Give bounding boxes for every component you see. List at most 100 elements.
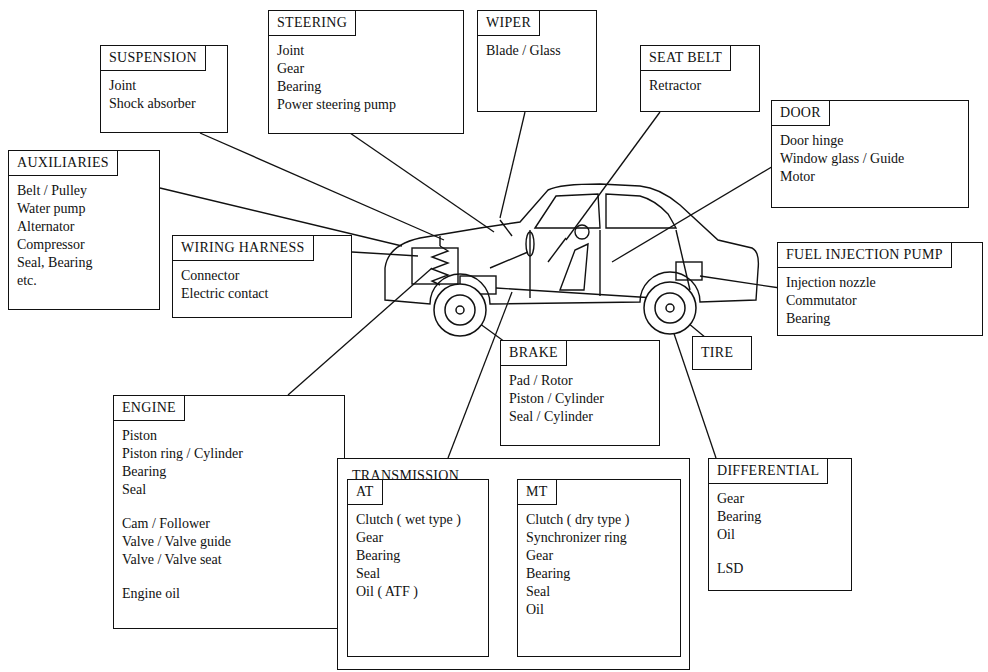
door-line [599, 230, 600, 296]
seat [560, 244, 588, 290]
box-heading: ENGINE [114, 396, 185, 421]
leader-line [700, 276, 780, 288]
part-item: Compressor [9, 236, 159, 254]
rear-hub [666, 304, 674, 312]
part-item: Synchronizer ring [518, 529, 680, 547]
part-item: Gear [348, 529, 488, 547]
part-item: etc. [9, 272, 159, 290]
car-body [385, 184, 758, 308]
part-item: Shock absorber [101, 95, 227, 113]
part-item: Bearing [114, 463, 344, 481]
part-item: Motor [772, 168, 968, 186]
component-box: FUEL INJECTION PUMP Injection nozzleCommu… [777, 242, 983, 336]
part-item: Valve / Valve guide [114, 533, 344, 551]
car-outline [385, 184, 758, 304]
part-item: Commutator [778, 292, 982, 310]
leader-line [350, 133, 494, 232]
component-box: WIPER Blade / Glass [477, 10, 597, 112]
part-item: Water pump [9, 200, 159, 218]
rear-window [606, 194, 676, 228]
box-heading: BRAKE [501, 341, 567, 366]
part-item: Bearing [518, 565, 680, 583]
leader-line [500, 112, 525, 218]
component-box: ENGINE PistonPiston ring / CylinderBearin… [113, 395, 345, 629]
part-item: Retractor [641, 77, 759, 95]
part-item: Blade / Glass [478, 42, 596, 60]
box-heading: MT [518, 480, 557, 505]
component-box: SUSPENSION JointShock absorber [100, 45, 228, 133]
box-heading: AT [348, 480, 383, 505]
box-heading: SUSPENSION [101, 46, 206, 71]
box-heading: DIFFERENTIAL [709, 459, 828, 484]
component-box: SEAT BELT Retractor [640, 45, 760, 112]
front-window [535, 194, 600, 228]
part-item: Power steering pump [269, 96, 463, 114]
engine-block [412, 248, 458, 284]
box-heading: TIRE [693, 337, 741, 368]
drive-shaft [496, 288, 655, 298]
part-item: Pad / Rotor [501, 372, 659, 390]
part-item: Injection nozzle [778, 274, 982, 292]
component-box: STEERINGJointGearBearingPower steering p… [268, 10, 464, 134]
wiper-arm [500, 220, 512, 236]
part-item: LSD [709, 560, 851, 578]
box-heading: FUEL INJECTION PUMP [778, 243, 952, 268]
box-heading: DOOR [772, 101, 830, 126]
front-hub [456, 306, 464, 314]
fuel-tank-pump [676, 262, 702, 280]
part-item: Piston ring / Cylinder [114, 445, 344, 463]
box-heading: SEAT BELT [641, 46, 731, 71]
leader-line [200, 133, 444, 240]
box-heading: WIRING HARNESS [173, 236, 314, 261]
component-box: DIFFERENTIALGearBearingOilLSD [708, 458, 852, 591]
wheels [434, 282, 696, 336]
part-item: Seal [348, 565, 488, 583]
part-item: Valve / Valve seat [114, 551, 344, 569]
part-item: Alternator [9, 218, 159, 236]
part-item: Door hinge [772, 132, 968, 150]
part-item: Clutch ( wet type ) [348, 511, 488, 529]
part-item: Engine oil [114, 585, 344, 603]
rear-tire [644, 282, 696, 334]
part-item: Seal [114, 481, 344, 499]
part-item: Oil ( ATF ) [348, 583, 488, 601]
part-item: Seal / Cylinder [501, 408, 659, 426]
component-box: TIRE [692, 336, 752, 370]
part-item: Joint [269, 42, 463, 60]
part-item: Connector [173, 267, 351, 285]
front-brake-rotor [445, 295, 475, 325]
part-item: Bearing [778, 310, 982, 328]
part-item: Bearing [709, 508, 851, 526]
part-item: Cam / Follower [114, 515, 344, 533]
door-line [529, 230, 530, 298]
shock-absorber [439, 236, 440, 246]
leader-line [566, 112, 660, 240]
part-item: Joint [101, 77, 227, 95]
part-item: Window glass / Guide [772, 150, 968, 168]
part-item: Seal [518, 583, 680, 601]
sub-component-box: AT Clutch ( wet type )GearBearingSealOil … [347, 479, 489, 657]
box-heading: AUXILIARIES [9, 151, 118, 176]
steering-column [490, 252, 528, 268]
part-item: Bearing [348, 547, 488, 565]
leader-line [352, 252, 418, 256]
box-heading: WIPER [478, 11, 540, 36]
part-item: Piston [114, 427, 344, 445]
box-heading: STEERING [269, 11, 356, 36]
part-item: Oil [518, 601, 680, 619]
door-line [676, 230, 690, 290]
part-item: Seal, Bearing [9, 254, 159, 272]
part-item: Oil [709, 526, 851, 544]
part-item: Gear [518, 547, 680, 565]
part-item: Clutch ( dry type ) [518, 511, 680, 529]
component-box: AUXILIARIESBelt / PulleyWater pumpAltern… [8, 150, 160, 310]
component-box: DOOR Door hingeWindow glass / GuideMotor [771, 100, 969, 208]
component-box: TRANSMISSIONATClutch ( wet type )GearBea… [337, 458, 690, 670]
part-item: Piston / Cylinder [501, 390, 659, 408]
front-tire [434, 284, 486, 336]
component-box: BRAKE Pad / RotorPiston / CylinderSeal / … [500, 340, 660, 446]
seat-belt [548, 238, 566, 262]
rear-brake-drum [655, 293, 685, 323]
sub-component-box: MT Clutch ( dry type )Synchronizer ringGe… [517, 479, 681, 657]
